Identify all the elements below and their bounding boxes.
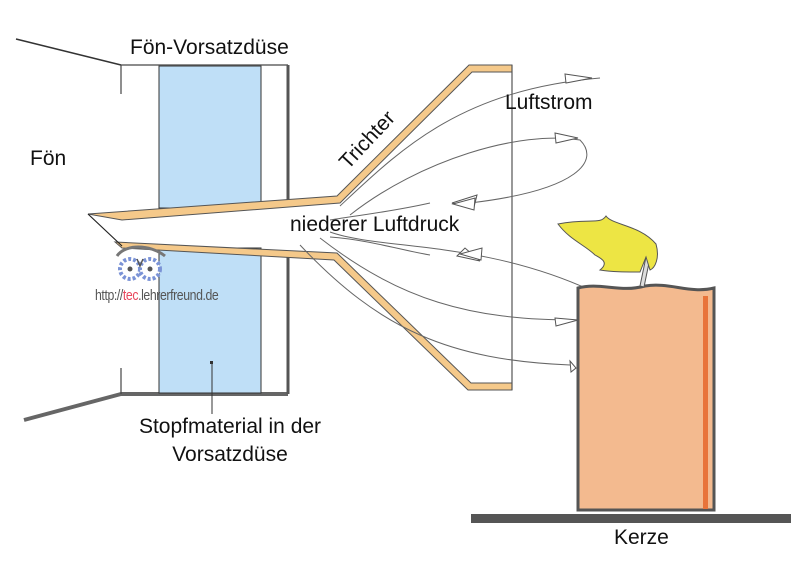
arrow-icon (554, 132, 579, 144)
arrow-icon (569, 359, 577, 373)
arrow-icon (458, 247, 483, 261)
airflow-lines (299, 77, 601, 366)
stuffing-pointer (210, 361, 213, 414)
label-stopfmaterial-line2: Vorsatzdüse (172, 443, 288, 466)
label-stopfmaterial-line1: Stopfmaterial in der (138, 415, 322, 438)
label-kerze: Kerze (614, 526, 669, 549)
airflow-arrowheads (451, 73, 593, 373)
stuffing-upper (158, 65, 262, 209)
candle-edge (703, 296, 708, 509)
label-foen: Fön (30, 147, 67, 170)
candle-base (471, 514, 791, 523)
hair-dryer-outline (15, 38, 288, 422)
watermark-suffix: .lehrerfreund.de (138, 287, 219, 304)
watermark-link[interactable]: http://tec.lehrerfreund.de (95, 287, 219, 304)
candle (557, 215, 716, 512)
arrow-icon (564, 73, 593, 84)
arrow-icon (451, 197, 476, 211)
stuffing-lower (158, 247, 262, 394)
candle-flame (557, 215, 658, 273)
label-vorsatzduese: Fön-Vorsatzdüse (130, 36, 289, 59)
watermark-prefix: http:// (95, 287, 123, 304)
funnel-upper-wall (87, 64, 513, 221)
label-niederer-luftdruck: niederer Luftdruck (290, 213, 460, 236)
owl-gears-icon (115, 245, 166, 281)
label-luftstrom: Luftstrom (505, 91, 593, 114)
arrow-icon (554, 317, 579, 327)
watermark-accent: tec (122, 287, 139, 304)
